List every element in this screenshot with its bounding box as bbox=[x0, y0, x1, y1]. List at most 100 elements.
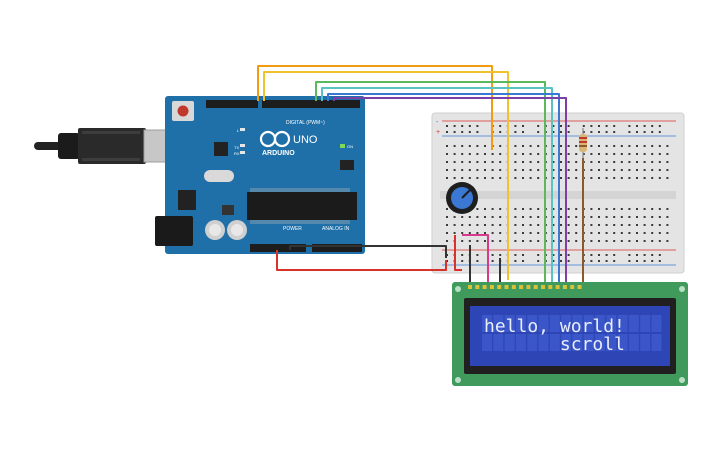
terminal-hole bbox=[605, 177, 608, 179]
rail-hole bbox=[491, 254, 494, 256]
lcd-cell bbox=[583, 334, 594, 351]
lcd-cell bbox=[482, 315, 492, 332]
terminal-hole bbox=[461, 161, 464, 163]
terminal-hole bbox=[522, 224, 524, 226]
terminal-hole bbox=[590, 216, 593, 218]
terminal-hole bbox=[499, 169, 502, 171]
terminal-hole bbox=[575, 153, 578, 155]
rail-hole bbox=[590, 131, 593, 133]
lcd-pin bbox=[511, 285, 516, 289]
lcd-cell bbox=[515, 315, 526, 332]
rail-hole bbox=[468, 125, 471, 127]
terminal-hole bbox=[491, 169, 494, 171]
rail-hole bbox=[582, 131, 585, 133]
terminal-hole bbox=[666, 224, 669, 226]
terminal-hole bbox=[598, 208, 600, 210]
terminal-hole bbox=[499, 224, 502, 226]
rail-hole bbox=[598, 260, 600, 262]
terminal-hole bbox=[446, 216, 448, 218]
lcd-cell bbox=[572, 334, 583, 351]
terminal-hole bbox=[446, 153, 448, 155]
terminal-hole bbox=[484, 177, 486, 179]
terminal-hole bbox=[537, 169, 540, 171]
wire-teal bbox=[321, 87, 553, 285]
arduino-logo-text: ARDUINO bbox=[262, 150, 295, 157]
lcd-pin bbox=[504, 285, 509, 289]
terminal-hole bbox=[552, 232, 555, 234]
terminal-hole bbox=[575, 208, 578, 210]
lcd-cell bbox=[549, 334, 560, 351]
lcd-cell bbox=[595, 334, 605, 351]
rail-hole bbox=[643, 131, 646, 133]
terminal-hole bbox=[461, 153, 464, 155]
rail-hole bbox=[476, 125, 479, 127]
terminal-hole bbox=[605, 216, 608, 218]
terminal-hole bbox=[522, 145, 524, 147]
terminal-hole bbox=[598, 232, 600, 234]
analog-label: ANALOG IN bbox=[322, 226, 350, 232]
terminal-hole bbox=[658, 240, 661, 242]
terminal-hole bbox=[651, 240, 654, 242]
rail-minus-label: - bbox=[436, 119, 439, 126]
terminal-hole bbox=[552, 169, 555, 171]
terminal-hole bbox=[461, 240, 464, 242]
wire-pink bbox=[462, 234, 489, 285]
terminal-hole bbox=[491, 208, 494, 210]
terminal-hole bbox=[575, 224, 578, 226]
rail-hole bbox=[598, 125, 600, 127]
lcd-cell bbox=[640, 334, 651, 351]
terminal-hole bbox=[620, 177, 623, 179]
rail-hole bbox=[605, 125, 608, 127]
terminal-hole bbox=[666, 169, 669, 171]
rail-hole bbox=[522, 125, 524, 127]
terminal-hole bbox=[514, 161, 517, 163]
terminal-hole bbox=[476, 145, 479, 147]
terminal-hole bbox=[567, 177, 570, 179]
terminal-hole bbox=[537, 153, 540, 155]
icsp-header bbox=[340, 160, 354, 170]
terminal-hole bbox=[560, 161, 562, 163]
terminal-hole bbox=[529, 232, 532, 234]
wire-blue bbox=[327, 93, 560, 285]
rail-hole bbox=[628, 131, 631, 133]
wire-red-short bbox=[454, 235, 462, 271]
terminal-hole bbox=[636, 161, 638, 163]
terminal-hole bbox=[643, 240, 646, 242]
terminal-hole bbox=[461, 232, 464, 234]
arduino-model-text: UNO bbox=[293, 134, 318, 146]
terminal-hole bbox=[514, 169, 517, 171]
lcd-cell bbox=[640, 315, 651, 332]
terminal-hole bbox=[651, 161, 654, 163]
rail-hole bbox=[636, 254, 638, 256]
on-label: ON bbox=[347, 144, 353, 149]
terminal-hole bbox=[605, 208, 608, 210]
rail-hole bbox=[636, 131, 638, 133]
terminal-hole bbox=[613, 216, 616, 218]
lcd-cell bbox=[561, 315, 572, 332]
terminal-hole bbox=[643, 232, 646, 234]
terminal-hole bbox=[628, 224, 631, 226]
terminal-hole bbox=[598, 169, 600, 171]
terminal-hole bbox=[468, 177, 471, 179]
terminal-hole bbox=[514, 153, 517, 155]
terminal-hole bbox=[476, 177, 479, 179]
rail-hole bbox=[453, 125, 456, 127]
rail-hole bbox=[461, 125, 464, 127]
rail-hole bbox=[560, 254, 562, 256]
terminal-hole bbox=[658, 153, 661, 155]
terminal-hole bbox=[605, 145, 608, 147]
rail-hole bbox=[476, 260, 479, 262]
terminal-hole bbox=[628, 240, 631, 242]
terminal-hole bbox=[613, 232, 616, 234]
rail-hole bbox=[476, 131, 479, 133]
lcd-pin bbox=[468, 285, 472, 289]
terminal-hole bbox=[658, 161, 661, 163]
terminal-hole bbox=[552, 216, 555, 218]
terminal-hole bbox=[453, 161, 456, 163]
terminal-hole bbox=[605, 161, 608, 163]
terminal-hole bbox=[567, 208, 570, 210]
terminal-hole bbox=[522, 216, 524, 218]
rail-hole bbox=[499, 254, 502, 256]
lcd-cell bbox=[628, 334, 639, 351]
terminal-hole bbox=[484, 161, 486, 163]
